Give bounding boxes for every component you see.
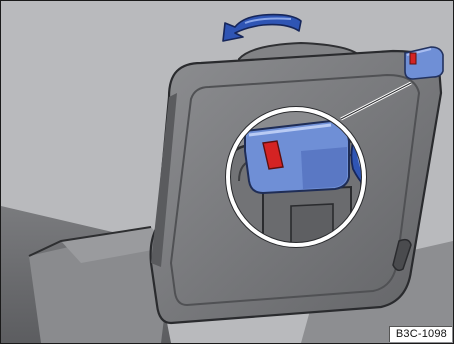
zoom-ring bbox=[225, 106, 367, 248]
rotate-arrow-icon bbox=[222, 13, 302, 42]
figure-code-label: B3C-1098 bbox=[388, 326, 452, 342]
release-lever-icon bbox=[404, 46, 444, 80]
